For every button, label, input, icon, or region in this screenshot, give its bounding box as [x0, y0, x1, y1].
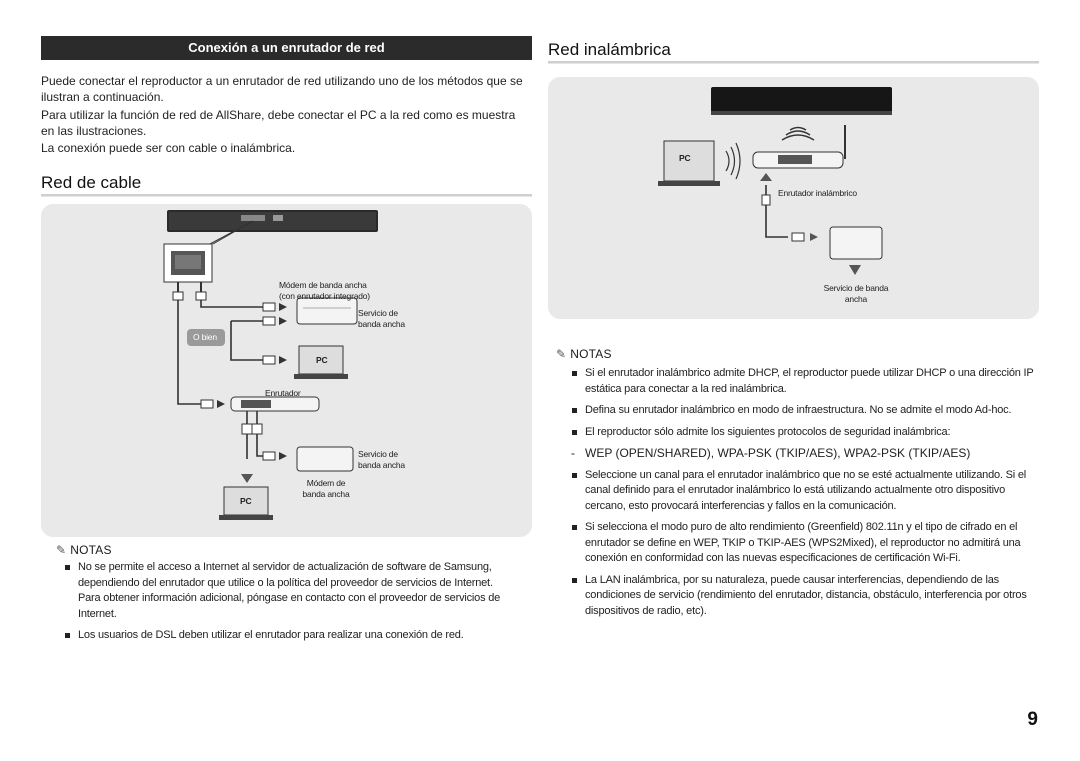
modem-router-label: Módem de banda ancha (con enrutador inte… — [279, 280, 370, 301]
wireless-router-device — [752, 125, 846, 169]
pc-label: PC — [316, 355, 328, 365]
section-title-bar: Conexión a un enrutador de red — [41, 36, 532, 60]
wireless-heading: Red inalámbrica — [548, 40, 671, 59]
wired-note-2: Los usuarios de DSL deben utilizar el en… — [64, 628, 516, 644]
wifi-signal-icon — [781, 126, 815, 141]
or-badge: O bien — [193, 332, 217, 342]
intro-paragraph-1: Puede conectar el reproductor a un enrut… — [41, 74, 523, 104]
wireless-note-5: Si selecciona el modo puro de alto rendi… — [571, 520, 1039, 567]
wireless-pc-label: PC — [679, 153, 691, 163]
pc-label-2: PC — [240, 496, 252, 506]
router-label: Enrutador — [265, 388, 301, 398]
wired-diagram-panel: Módem de banda ancha (con enrutador inte… — [41, 204, 532, 537]
wireless-diagram-panel: PC Enrutador inalámbrico Servicio de ban… — [548, 77, 1039, 319]
broadband-modem-device — [829, 226, 883, 260]
broadband-service-label-2: Servicio de banda ancha — [358, 449, 405, 470]
bluray-player-front — [711, 87, 892, 115]
pencil-icon: ✎ — [56, 543, 67, 557]
wired-notes-list: No se permite el acceso a Internet al se… — [64, 560, 516, 650]
wireless-notes-list: Si el enrutador inalámbrico admite DHCP,… — [571, 366, 1039, 625]
security-protocols: WEP (OPEN/SHARED), WPA-PSK (TKIP/AES), W… — [571, 446, 1039, 462]
lan-port-closeup — [163, 243, 213, 283]
router-device — [230, 396, 320, 412]
wireless-heading-rule — [548, 61, 1039, 64]
pc-laptop-icon-2 — [219, 486, 273, 520]
wireless-notes-title: ✎NOTAS — [556, 347, 612, 361]
wired-note-1: No se permite el acceso a Internet al se… — [64, 560, 516, 622]
modem-label: Módem de banda ancha — [302, 478, 350, 499]
wireless-note-3: El reproductor sólo admite los siguiente… — [571, 425, 1039, 441]
wireless-note-2: Defina su enrutador inalámbrico en modo … — [571, 403, 1039, 419]
wired-heading-rule — [41, 194, 532, 197]
pc-laptop-icon — [658, 140, 720, 186]
wireless-network-diagram — [658, 87, 892, 275]
bluray-player-rear — [167, 210, 378, 232]
page-number: 9 — [1027, 709, 1038, 730]
wireless-router-label: Enrutador inalámbrico — [778, 188, 857, 198]
modem-device — [296, 446, 354, 472]
wired-network-diagram — [163, 210, 378, 520]
intro-paragraph-2: Para utilizar la función de red de AllSh… — [41, 108, 516, 138]
pencil-icon-2: ✎ — [556, 347, 567, 361]
wireless-service-label: Servicio de banda ancha — [823, 283, 889, 304]
wireless-note-6: La LAN inalámbrica, por su naturaleza, p… — [571, 573, 1039, 620]
intro-paragraph-3: La conexión puede ser con cable o inalám… — [41, 141, 296, 155]
broadband-service-label-1: Servicio de banda ancha — [358, 308, 405, 329]
wireless-note-1: Si el enrutador inalámbrico admite DHCP,… — [571, 366, 1039, 397]
wifi-waves-icon — [725, 142, 741, 180]
wired-heading: Red de cable — [41, 173, 142, 192]
modem-router-device — [296, 297, 358, 325]
wireless-note-4: Seleccione un canal para el enrutador in… — [571, 468, 1039, 515]
wired-notes-title: ✎NOTAS — [56, 543, 112, 557]
pc-laptop-icon — [294, 345, 348, 379]
